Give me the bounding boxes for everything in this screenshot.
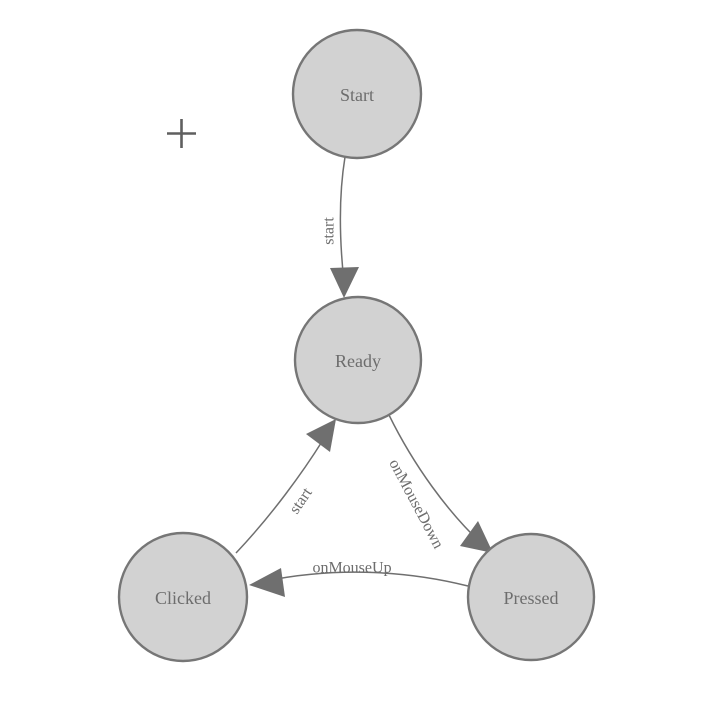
node-clicked[interactable]: Clicked <box>117 531 249 663</box>
node-start[interactable]: Start <box>291 28 423 160</box>
node-circle-start[interactable] <box>291 28 423 160</box>
node-label-start: Start <box>340 85 374 105</box>
arrowhead-pressed-to-clicked <box>249 568 285 597</box>
node-label-pressed: Pressed <box>504 588 559 608</box>
node-label-clicked: Clicked <box>155 588 211 608</box>
arrowhead-ready-to-pressed <box>460 521 493 553</box>
arrowhead-clicked-to-ready <box>306 419 336 452</box>
arrowhead-start-to-ready <box>330 267 359 298</box>
edge-clicked-to-ready[interactable]: start <box>235 419 336 554</box>
edge-path-clicked-to-ready <box>235 439 324 554</box>
node-ready[interactable]: Ready <box>293 295 423 425</box>
edge-label-onmousedown: onMouseDown <box>385 456 446 551</box>
node-circle-clicked[interactable] <box>117 531 249 663</box>
edge-path-pressed-to-clicked <box>265 571 469 587</box>
edge-path-ready-to-pressed <box>388 414 482 544</box>
edge-label-onmouseup: onMouseUp <box>312 560 391 577</box>
edge-pressed-to-clicked[interactable]: onMouseUp <box>249 560 469 598</box>
edge-label-start-clicked: start <box>286 484 316 517</box>
edge-path-start-to-ready <box>339 156 346 283</box>
node-circle-ready[interactable] <box>293 295 423 425</box>
node-pressed[interactable]: Pressed <box>466 532 596 662</box>
plus-marker-icon <box>167 119 196 148</box>
node-label-ready: Ready <box>335 351 381 371</box>
edge-ready-to-pressed[interactable]: onMouseDown <box>385 414 493 553</box>
node-circle-pressed[interactable] <box>466 532 596 662</box>
edge-start-to-ready[interactable]: start <box>321 156 360 298</box>
edge-label-start: start <box>321 217 338 245</box>
